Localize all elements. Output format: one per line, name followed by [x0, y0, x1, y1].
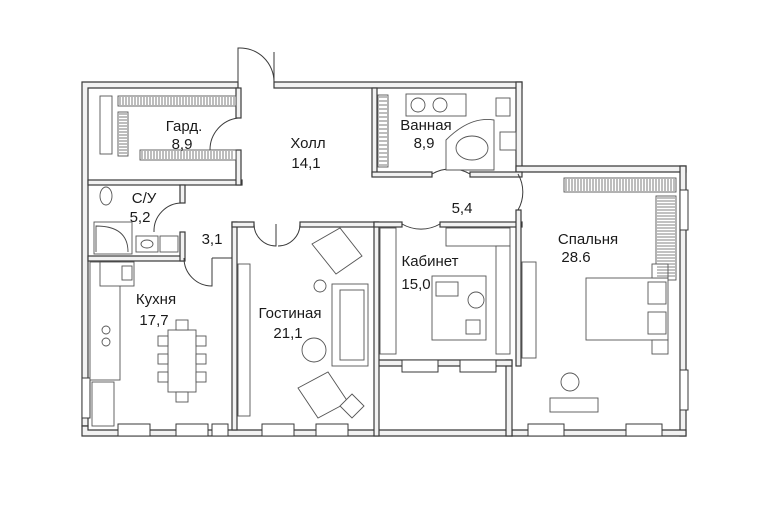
study-furniture	[379, 227, 511, 355]
kitchen-name: Кухня	[136, 291, 176, 308]
corridor-right-area: 5,4	[452, 200, 473, 217]
bedroom-furniture	[521, 177, 677, 413]
bathroom-fixtures	[377, 93, 517, 171]
interior-walls	[87, 87, 523, 437]
bathroom-name: Ванная	[400, 117, 451, 134]
study-area: 15,0	[401, 276, 430, 293]
living-furniture	[237, 227, 369, 419]
kitchen-furniture	[89, 261, 207, 427]
hall-area: 14,1	[291, 155, 320, 172]
bathroom-area: 8,9	[414, 135, 435, 152]
wardrobe-name: Гард.	[166, 118, 203, 135]
hall-name: Холл	[290, 135, 325, 152]
outer-walls	[81, 81, 687, 437]
windows	[81, 189, 689, 437]
wc-fixtures	[93, 186, 179, 255]
study-name: Кабинет	[401, 253, 458, 270]
wardrobe-shelves	[99, 95, 237, 161]
bedroom-name: Спальня	[558, 231, 618, 248]
room-labels: Гард. 8,9 Холл 14,1 Ванная 8,9 С/У 5,2 3…	[130, 117, 619, 342]
wc-name: С/У	[132, 190, 157, 207]
wc-area: 5,2	[130, 209, 151, 226]
corridor-left-area: 3,1	[202, 231, 223, 248]
kitchen-area: 17,7	[139, 312, 168, 329]
bedroom-area: 28.6	[561, 249, 590, 266]
living-name: Гостиная	[259, 305, 322, 322]
wardrobe-area: 8,9	[172, 136, 193, 153]
living-area: 21,1	[273, 325, 302, 342]
